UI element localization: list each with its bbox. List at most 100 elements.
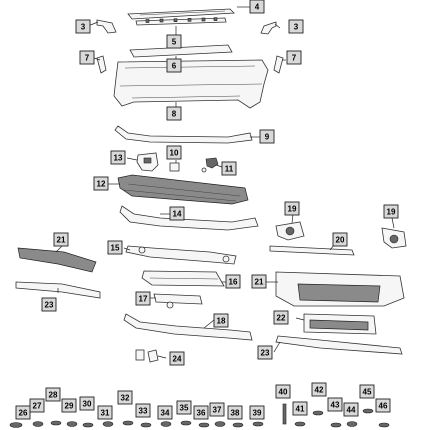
callout-18: 18 — [213, 313, 229, 328]
callout-number: 26 — [19, 409, 28, 418]
callout-number: 43 — [331, 401, 340, 410]
callout-32: 32 — [117, 390, 133, 405]
callout-7: 7 — [79, 50, 95, 65]
callout-38: 38 — [227, 405, 243, 420]
callout-box — [257, 345, 273, 360]
callout-7: 7 — [286, 50, 302, 65]
callout-box — [117, 390, 133, 405]
callout-box — [166, 145, 182, 160]
callout-box — [15, 405, 31, 420]
callout-box — [273, 310, 289, 325]
callout-13: 13 — [110, 150, 126, 165]
callout-box — [97, 405, 113, 420]
callout-box — [169, 206, 185, 221]
callout-34: 34 — [157, 405, 173, 420]
part-bezel-strip — [269, 245, 355, 256]
part-energy-absorber — [129, 44, 233, 58]
callout-number: 34 — [161, 409, 170, 418]
callout-number: 10 — [170, 149, 179, 158]
callout-box — [213, 313, 229, 328]
callout-box — [169, 351, 185, 366]
callout-box — [292, 401, 308, 416]
callout-number: 5 — [172, 38, 177, 47]
callout-box — [166, 34, 182, 49]
callout-31: 31 — [97, 405, 113, 420]
callout-number: 17 — [139, 295, 148, 304]
callout-number: 35 — [180, 404, 189, 413]
part-plate-bracket — [135, 349, 145, 361]
callout-box — [221, 161, 237, 176]
callout-number: 37 — [213, 406, 222, 415]
callout-box — [284, 201, 300, 216]
callout-box — [41, 297, 57, 312]
callout-35: 35 — [176, 400, 192, 415]
callout-28: 28 — [45, 387, 61, 402]
callout-36: 36 — [193, 405, 209, 420]
callout-12: 12 — [93, 176, 109, 191]
callout-number: 31 — [101, 409, 110, 418]
callout-box — [166, 58, 182, 73]
fastener-set — [9, 403, 390, 428]
callout-21: 21 — [53, 232, 69, 247]
part-sensor-bracket — [169, 162, 180, 172]
callout-number: 42 — [315, 386, 324, 395]
callout-number: 21 — [57, 236, 66, 245]
part-corner-bracket-right — [273, 55, 284, 74]
callout-10: 10 — [166, 145, 182, 160]
callout-number: 24 — [173, 355, 182, 364]
callout-41: 41 — [292, 401, 308, 416]
callout-number: 44 — [347, 406, 356, 415]
callout-29: 29 — [61, 398, 77, 413]
callout-37: 37 — [209, 402, 225, 417]
callout-16: 16 — [225, 274, 241, 289]
callout-17: 17 — [135, 291, 151, 306]
callout-30: 30 — [79, 396, 95, 411]
part-center-bracket — [153, 293, 203, 305]
callout-15: 15 — [107, 240, 123, 255]
callout-box — [249, 0, 265, 14]
callout-46: 46 — [375, 398, 391, 413]
part-lower-cover — [119, 205, 259, 231]
callout-box — [375, 398, 391, 413]
callout-box — [327, 397, 343, 412]
callout-box — [251, 274, 267, 289]
callout-number: 3 — [294, 23, 299, 32]
callout-number: 40 — [279, 388, 288, 397]
callout-number: 9 — [265, 133, 270, 142]
part-grille-insert-left — [17, 247, 97, 273]
callout-45: 45 — [359, 384, 375, 399]
callout-40: 40 — [275, 384, 291, 399]
part-lower-absorber — [125, 245, 237, 265]
callout-33: 33 — [135, 403, 151, 418]
callout-box — [61, 398, 77, 413]
callout-43: 43 — [327, 397, 343, 412]
callout-27: 27 — [29, 398, 45, 413]
callout-number: 46 — [379, 402, 388, 411]
callout-number: 7 — [85, 54, 90, 63]
callout-number: 22 — [277, 314, 286, 323]
callout-number: 8 — [172, 110, 177, 119]
callout-box — [359, 384, 375, 399]
callout-number: 11 — [225, 165, 234, 174]
callout-box — [53, 232, 69, 247]
callout-42: 42 — [311, 382, 327, 397]
callout-number: 3 — [81, 23, 86, 32]
callout-number: 14 — [173, 210, 182, 219]
callout-24: 24 — [169, 351, 185, 366]
callout-44: 44 — [343, 402, 359, 417]
part-upper-molding — [127, 8, 235, 20]
callout-6: 6 — [166, 58, 182, 73]
callout-number: 30 — [83, 400, 92, 409]
callout-box — [343, 402, 359, 417]
callout-number: 13 — [114, 154, 123, 163]
part-side-bracket-left — [96, 19, 117, 34]
part-lower-grille — [117, 174, 249, 205]
callout-box — [275, 384, 291, 399]
callout-box — [332, 232, 348, 247]
callout-3: 3 — [75, 19, 91, 34]
part-reinforcement-bar — [135, 17, 227, 26]
callout-number: 27 — [33, 402, 42, 411]
callout-box — [93, 176, 109, 191]
